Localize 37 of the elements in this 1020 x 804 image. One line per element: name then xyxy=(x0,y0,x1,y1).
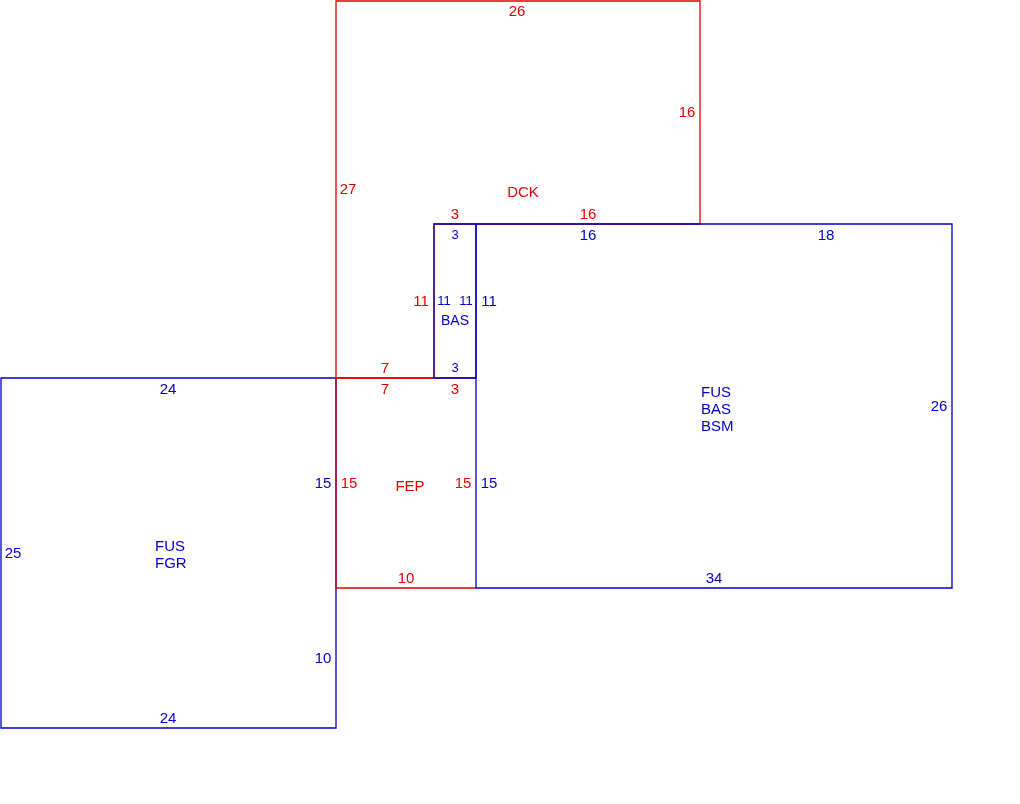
dimension-value: 25 xyxy=(4,543,22,561)
dimension-value: 16 xyxy=(579,204,597,222)
dimension-value: 11 xyxy=(413,291,429,309)
room-outline xyxy=(336,0,700,378)
dimension-value: 24 xyxy=(159,708,177,726)
dimension-value: 3 xyxy=(450,379,460,397)
dimension-value: 10 xyxy=(314,648,332,666)
dimension-value: 15 xyxy=(454,473,472,491)
dimension-value: 15 xyxy=(480,473,498,491)
dimension-value: 26 xyxy=(930,396,948,414)
dimension-value: 15 xyxy=(340,473,358,491)
dimension-value: 34 xyxy=(705,568,723,586)
room-code: FEP xyxy=(395,476,425,494)
room-code: DCK xyxy=(507,182,539,200)
room-outline xyxy=(0,378,336,728)
dimension-value: 7 xyxy=(380,379,390,397)
dimension-value: 11 xyxy=(437,291,451,309)
dimension-value: 24 xyxy=(159,379,177,397)
room-code: BAS xyxy=(441,311,469,329)
dimension-value: 15 xyxy=(314,473,332,491)
room-outline xyxy=(434,224,476,378)
dimension-value: 16 xyxy=(579,225,597,243)
room-outline xyxy=(336,378,476,588)
dimension-value: 3 xyxy=(451,358,459,376)
dimension-value: 7 xyxy=(380,358,390,376)
dimension-value: 11 xyxy=(459,291,473,309)
dimension-value: 16 xyxy=(678,102,696,120)
room-code: FUS BAS BSM xyxy=(701,382,734,434)
dimension-value: 18 xyxy=(817,225,835,243)
room-code: FUS FGR xyxy=(155,537,187,571)
dimension-value: 10 xyxy=(397,568,415,586)
dimension-value: 11 xyxy=(481,291,497,309)
dimension-value: 26 xyxy=(508,1,526,19)
dimension-value: 27 xyxy=(339,179,357,197)
dimension-value: 3 xyxy=(450,204,460,222)
room-outline xyxy=(476,224,952,588)
dimension-value: 3 xyxy=(451,225,459,243)
